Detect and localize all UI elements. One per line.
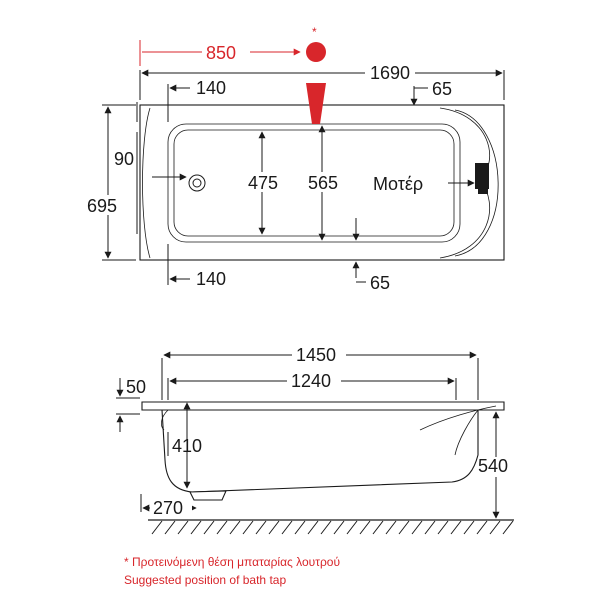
floor-hatch-line — [476, 520, 488, 535]
tap-position-icon — [306, 42, 326, 62]
floor-hatch-line — [242, 520, 254, 535]
floor-hatch-line — [437, 520, 449, 535]
side-view: 1450 1240 50 410 540 270 — [116, 344, 518, 535]
floor-hatch-line — [489, 520, 501, 535]
total-height-label: 540 — [478, 456, 508, 476]
floor-hatch-line — [216, 520, 228, 535]
foot-offset-label: 270 — [153, 498, 183, 518]
rim-bottom-label: 65 — [370, 273, 390, 293]
note-english: Suggested position of bath tap — [124, 573, 286, 587]
drain-offset-label: 90 — [114, 149, 134, 169]
rim-height-label: 50 — [126, 377, 146, 397]
depth-label: 410 — [172, 436, 202, 456]
side-offset-bottom-label: 140 — [196, 269, 226, 289]
floor-hatch-line — [320, 520, 332, 535]
motor-icon — [475, 163, 489, 189]
floor-hatch-line — [333, 520, 345, 535]
tub-left-curve — [142, 107, 151, 259]
floor-hatch-line — [177, 520, 189, 535]
floor-hatch-line — [411, 520, 423, 535]
floor-hatch-line — [281, 520, 293, 535]
floor-hatch-line — [268, 520, 280, 535]
rim-top-label: 65 — [432, 79, 452, 99]
left-curve — [160, 409, 169, 431]
floor-hatch-line — [307, 520, 319, 535]
floor-hatch-line — [398, 520, 410, 535]
headrest-curve — [454, 409, 479, 456]
floor-hatch-line — [359, 520, 371, 535]
floor-hatch-line — [450, 520, 462, 535]
inner-length-label: 1240 — [291, 371, 331, 391]
tub-foot — [189, 490, 227, 501]
inner-width-label: 565 — [308, 173, 338, 193]
floor-hatch — [151, 520, 514, 535]
floor-hatch-line — [151, 520, 163, 535]
floor-hatch-line — [294, 520, 306, 535]
motor-base — [478, 188, 488, 194]
floor-hatch-line — [190, 520, 202, 535]
note-greek: * Προτεινόμενη θέση μπαταρίας λουτρού — [124, 555, 340, 569]
floor-hatch-line — [502, 520, 514, 535]
floor-hatch-line — [229, 520, 241, 535]
floor-hatch-line — [346, 520, 358, 535]
overall-length-label: 1690 — [370, 63, 410, 83]
floor-hatch-line — [424, 520, 436, 535]
tap-distance-label: 850 — [206, 43, 236, 63]
rim-outline — [141, 401, 505, 411]
floor-hatch-line — [164, 520, 176, 535]
motor-label: Μοτέρ — [373, 174, 423, 194]
floor-hatch-line — [203, 520, 215, 535]
top-length-label: 1450 — [296, 345, 336, 365]
top-view: Μοτέρ 1690 850 * 140 140 65 65 565 — [84, 25, 505, 293]
floor-hatch-line — [385, 520, 397, 535]
tap-spout-icon — [306, 83, 326, 124]
floor-hatch-line — [372, 520, 384, 535]
floor-hatch-line — [255, 520, 267, 535]
floor-hatch-line — [463, 520, 475, 535]
headrest-contour-outer — [454, 109, 499, 257]
side-offset-top-label: 140 — [196, 78, 226, 98]
overall-width-label: 695 — [87, 196, 117, 216]
tub-body-outline — [161, 409, 479, 493]
tap-marker: * — [312, 25, 317, 39]
headrest-line — [419, 405, 497, 431]
drain-inner — [192, 178, 202, 188]
basin-width-label: 475 — [248, 173, 278, 193]
drain-icon — [188, 174, 206, 192]
